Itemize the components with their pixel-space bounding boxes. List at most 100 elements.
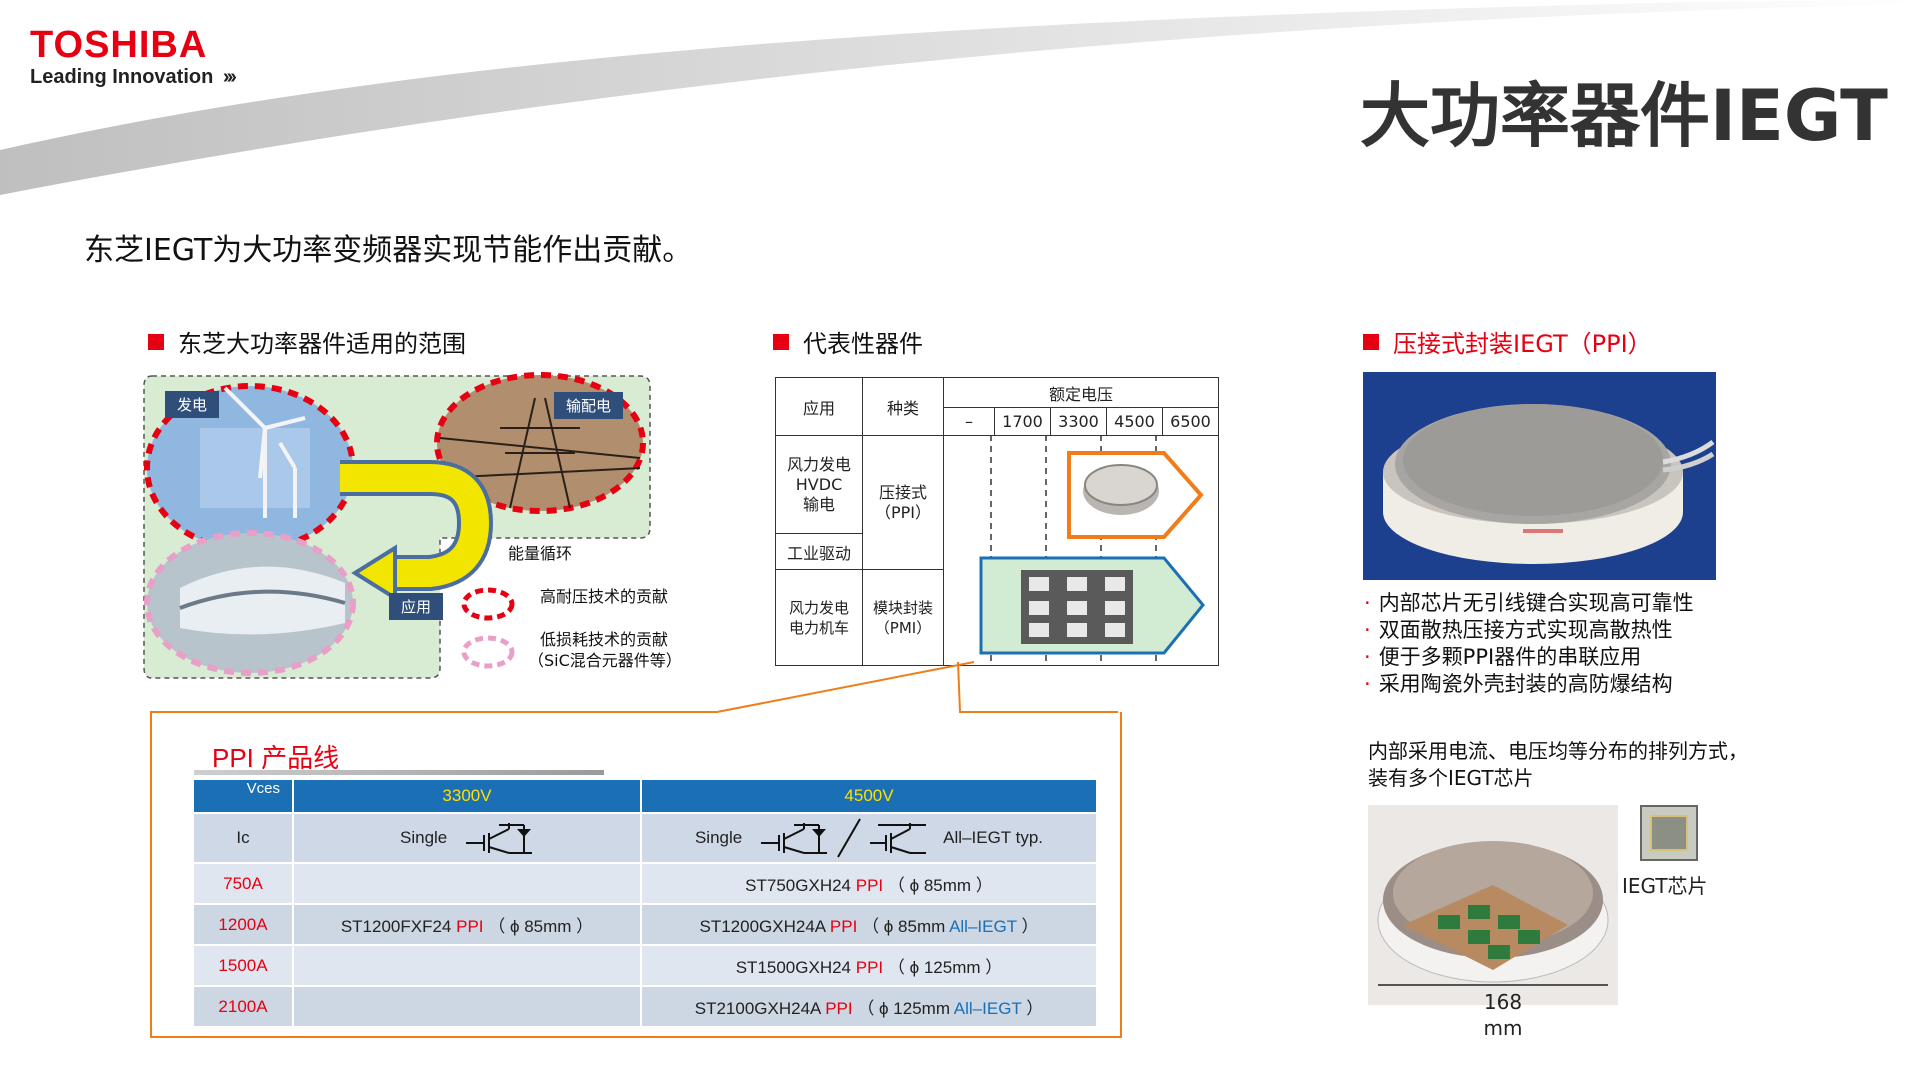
type-line: 压接式 (878, 482, 927, 502)
iegt-symbol-icon (466, 823, 532, 854)
internal-desc-line: 装有多个IEGT芯片 (1368, 766, 1534, 790)
rep-heading: 代表性器件 (773, 324, 923, 359)
bullet-dot-icon: · (1364, 672, 1371, 696)
legend-low-loss: 低损耗技术的贡献 (540, 630, 669, 649)
type-line: 模块封装 (872, 598, 933, 617)
feature-text: 采用陶瓷外壳封装的高防爆结构 (1378, 672, 1673, 696)
app-line: 输电 (802, 494, 835, 514)
chip-label: IEGT芯片 (1622, 874, 1708, 898)
single-label: Single (694, 828, 743, 847)
ic-value: 1200A (194, 905, 294, 946)
header-swoosh (0, 0, 1920, 195)
close-paren: ） (1026, 999, 1044, 1018)
header-3300v: 3300V (294, 780, 642, 814)
application-range-diagram (143, 372, 651, 679)
iegt-symbol-icon (760, 823, 827, 854)
energy-cycle-label: 能量循环 (508, 544, 573, 563)
package-size: （ ϕ 125mm (857, 999, 950, 1018)
col-app: 应用 (775, 377, 863, 436)
voltage-dash: – (943, 407, 995, 436)
app-line: 电力机车 (788, 618, 849, 637)
cell-4500: ST2100GXH24A PPI （ ϕ 125mm All–IEGT ） (642, 987, 1098, 1028)
app-line: 风力发电 (786, 454, 851, 474)
table-row: 750A ST750GXH24 PPI （ ϕ 85mm ） (194, 864, 1098, 905)
cell-3300 (294, 987, 642, 1028)
package-size: （ ϕ 85mm ） (887, 876, 993, 895)
page-title: 大功率器件IEGT (1360, 75, 1888, 157)
cell-3300-topology: Single (294, 814, 642, 864)
voltage-range-overlay (979, 435, 1205, 665)
cell-4500: ST1500GXH24 PPI （ ϕ 125mm ） (642, 946, 1098, 987)
range-heading-text: 东芝大功率器件适用的范围 (178, 330, 466, 358)
callout-connector (150, 661, 1118, 713)
dimension-unit: mm (1483, 1016, 1523, 1040)
ppi-tag: PPI (456, 917, 484, 936)
ppi-heading: 压接式封装IEGT（PPI） (1363, 324, 1652, 359)
feature-text: 双面散热压接方式实现高散热性 (1378, 618, 1673, 642)
all-iegt-typ-label: All–IEGT typ. (943, 828, 1044, 847)
all-iegt-symbol-icon (870, 823, 927, 854)
voltage-4500: 4500 (1106, 407, 1163, 436)
bullet-dot-icon: · (1364, 618, 1371, 642)
ppi-tag: PPI (829, 917, 858, 936)
square-bullet-icon (1363, 333, 1379, 350)
table-row: 1500A ST1500GXH24 PPI （ ϕ 125mm ） (194, 946, 1098, 987)
package-size: （ ϕ 85mm ） (488, 917, 594, 936)
ppi-device-photo (1363, 372, 1716, 580)
iegt-chip-photo (1640, 805, 1698, 861)
type-pmi: 模块封装 （PMI） (862, 569, 944, 666)
package-size: （ ϕ 85mm (862, 917, 946, 936)
internal-desc-line: 内部采用电流、电压均等分布的排列方式， (1368, 739, 1748, 763)
feature-item: · 双面散热压接方式实现高散热性 (1364, 617, 1694, 644)
square-bullet-icon (148, 333, 164, 350)
ppi-features: · 内部芯片无引线键合实现高可靠性 · 双面散热压接方式实现高散热性 ·便于多颗PP… (1364, 590, 1694, 698)
ic-value: 2100A (194, 987, 294, 1028)
ic-header: Ic (194, 814, 294, 864)
ppi-tag: PPI (825, 999, 853, 1018)
tag-transmission: 输配电 (554, 392, 624, 419)
page-subtitle: 东芝IEGT为大功率变频器实现节能作出贡献。 (84, 233, 693, 268)
table-row: 2100A ST2100GXH24A PPI （ ϕ 125mm All–IEG… (194, 987, 1098, 1028)
app-wind-hvdc: 风力发电 HVDC 输电 (775, 435, 863, 534)
app-wind-rail: 风力发电 电力机车 (775, 569, 863, 666)
vces-label: Vces (246, 780, 280, 797)
legend-high-voltage: 高耐压技术的贡献 (540, 587, 669, 606)
model-number: ST1500GXH24 (735, 958, 852, 977)
app-line: 风力发电 (788, 598, 849, 617)
cell-4500-topology: Single (642, 814, 1098, 864)
tagline: Leading Innovation ››› (30, 66, 237, 89)
type-line: （PPI） (874, 502, 932, 522)
ppi-product-table: Vces 3300V 4500V Ic Single Single (194, 780, 1098, 1028)
table-row: 1200A ST1200FXF24 PPI （ ϕ 85mm ） ST1200G… (194, 905, 1098, 946)
cell-4500: ST750GXH24 PPI （ ϕ 85mm ） (642, 864, 1098, 905)
bullet-dot-icon: · (1364, 591, 1371, 615)
tagline-arrows: ››› (222, 66, 237, 88)
feature-text: 内部芯片无引线键合实现高可靠性 (1378, 591, 1694, 615)
model-number: ST750GXH24 (745, 876, 852, 895)
ppi-tag: PPI (855, 958, 884, 977)
model-number: ST1200GXH24A (699, 917, 826, 936)
single-label: Single (400, 828, 448, 847)
col-type: 种类 (862, 377, 944, 436)
package-size: （ ϕ 125mm ） (887, 958, 1003, 977)
all-iegt-tag: All–IEGT (953, 999, 1022, 1018)
model-number: ST1200FXF24 (340, 917, 452, 936)
toshiba-logo: TOSHIBA (30, 24, 208, 66)
header-4500v: 4500V (642, 780, 1098, 814)
legend-rings (461, 587, 515, 669)
bullet-dot-icon: · (1364, 645, 1371, 669)
feature-item: · 采用陶瓷外壳封装的高防爆结构 (1364, 671, 1694, 698)
app-industrial: 工业驱动 (775, 533, 863, 570)
square-bullet-icon (773, 333, 789, 350)
ppi-tag: PPI (855, 876, 884, 895)
type-ppi: 压接式 （PPI） (862, 435, 944, 570)
all-iegt-tag: All–IEGT (949, 917, 1017, 936)
cell-3300 (294, 946, 642, 987)
cell-3300: ST1200FXF24 PPI （ ϕ 85mm ） (294, 905, 642, 946)
cell-4500: ST1200GXH24A PPI （ ϕ 85mm All–IEGT ） (642, 905, 1098, 946)
voltage-6500: 6500 (1162, 407, 1219, 436)
feature-item: ·便于多颗PPI器件的串联应用 (1364, 644, 1694, 671)
feature-item: · 内部芯片无引线键合实现高可靠性 (1364, 590, 1694, 617)
ppi-heading-text: 压接式封装IEGT（PPI） (1393, 330, 1652, 358)
product-line-title: PPI 产品线 (212, 743, 340, 773)
